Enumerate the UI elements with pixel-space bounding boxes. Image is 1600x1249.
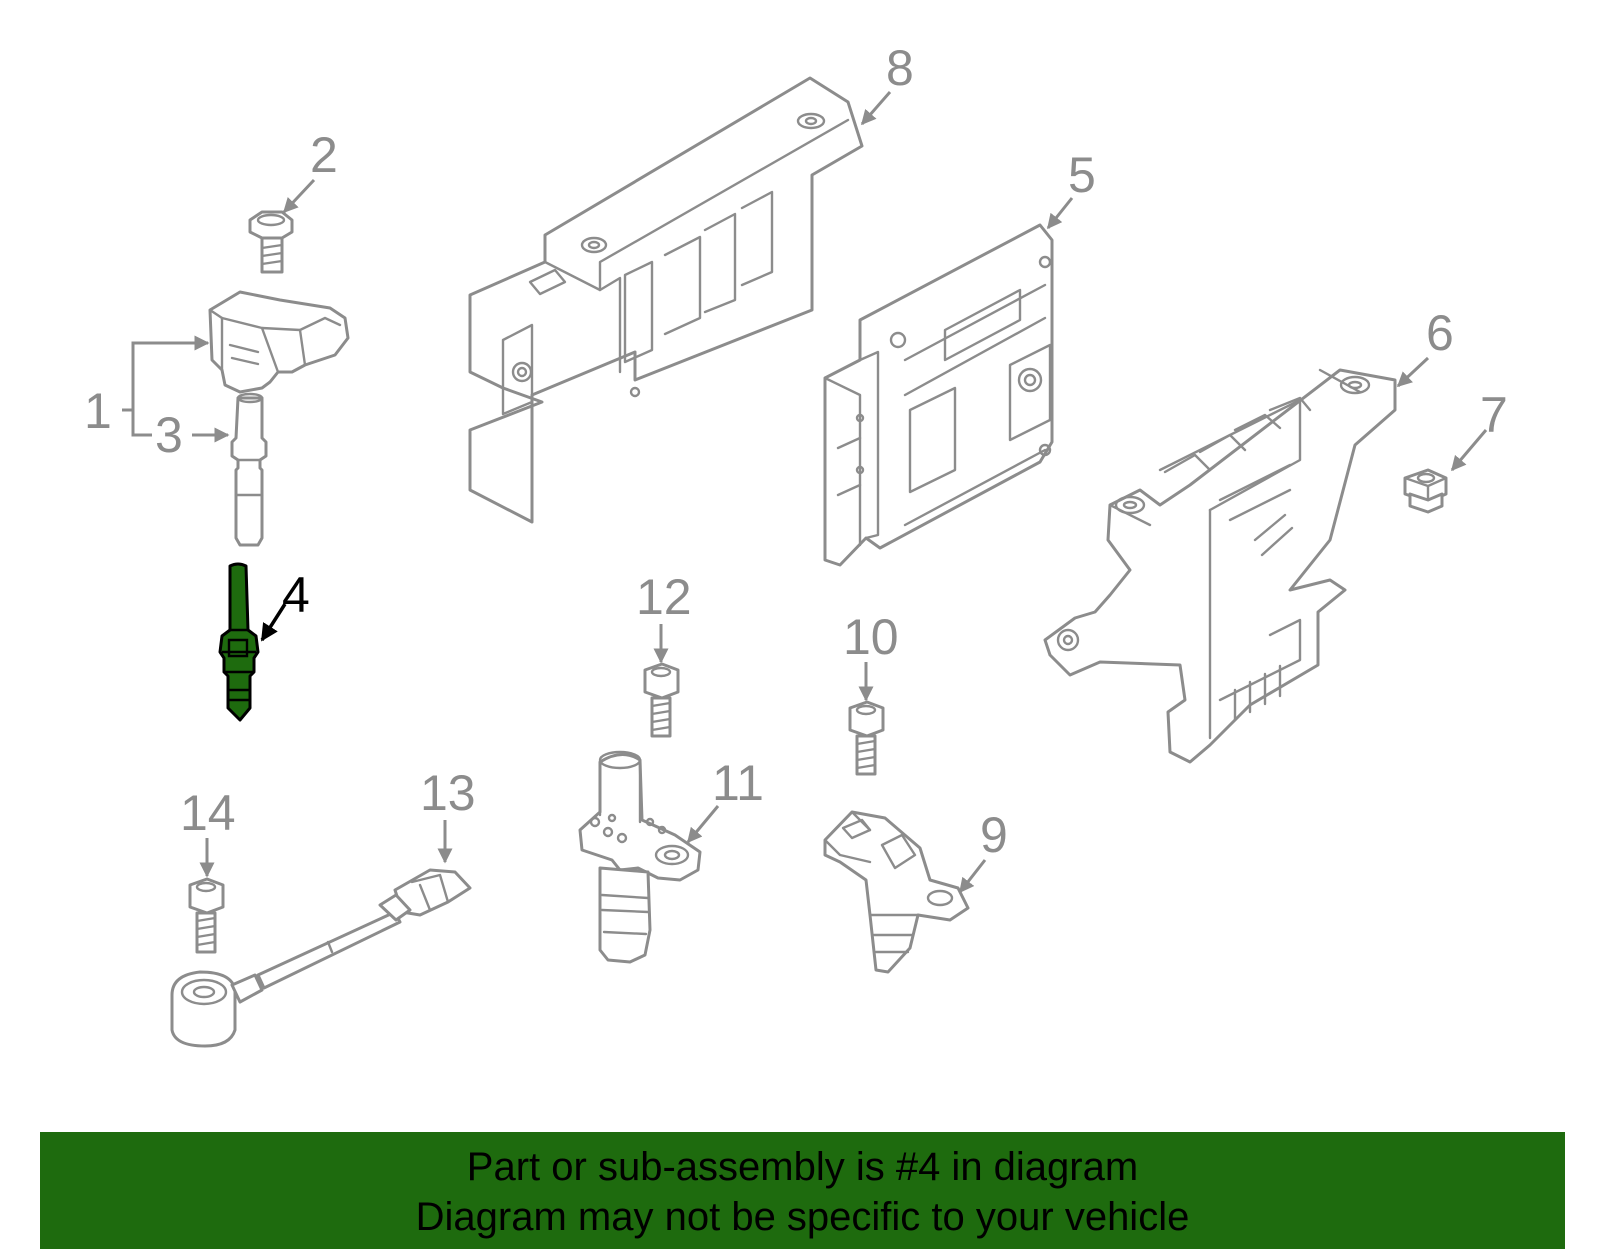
callout-13: 13: [420, 765, 476, 821]
info-banner: Part or sub-assembly is #4 in diagram Di…: [40, 1132, 1565, 1249]
callout-4: 4: [282, 567, 310, 623]
callout-7: 7: [1480, 387, 1508, 443]
part-14-bolt[interactable]: [188, 877, 225, 954]
banner-line-1: Part or sub-assembly is #4 in diagram: [466, 1145, 1139, 1189]
part-8-bracket[interactable]: [468, 76, 864, 524]
callout-3: 3: [155, 407, 183, 463]
part-2-bolt[interactable]: [248, 210, 294, 274]
part-7-nut[interactable]: [1403, 468, 1448, 514]
part-5-ecm[interactable]: [823, 223, 1054, 567]
callout-10: 10: [843, 609, 899, 665]
callout-12: 12: [636, 569, 692, 625]
part-6-bracket[interactable]: [1043, 368, 1397, 764]
part-4-spark-plug[interactable]: [218, 562, 260, 722]
callout-8: 8: [886, 40, 914, 96]
callout-9: 9: [980, 807, 1008, 863]
callout-5: 5: [1068, 147, 1096, 203]
banner-line-2: Diagram may not be specific to your vehi…: [415, 1195, 1190, 1239]
callout-6: 6: [1426, 305, 1454, 361]
callout-2: 2: [310, 127, 338, 183]
part-1-ignition-coil[interactable]: [208, 290, 350, 547]
part-13-knock-sensor[interactable]: [170, 868, 472, 1048]
callout-14: 14: [180, 785, 236, 841]
part-12-bolt[interactable]: [643, 662, 680, 738]
callout-11: 11: [712, 755, 764, 811]
part-10-bolt[interactable]: [848, 700, 885, 776]
callout-1: 1: [84, 383, 112, 439]
part-11-sensor[interactable]: [578, 750, 702, 964]
part-9-sensor[interactable]: [823, 810, 970, 974]
